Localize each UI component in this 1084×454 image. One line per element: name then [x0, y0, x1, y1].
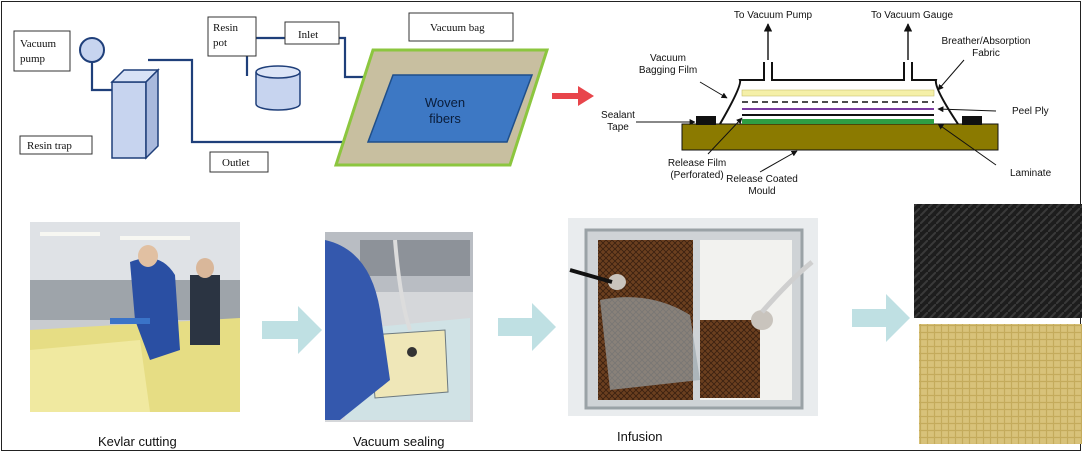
vacuum-pump-label: Vacuum	[20, 38, 56, 50]
vacuum-sealing-caption: Vacuum sealing	[353, 434, 445, 449]
schematic-label-boxes	[13, 12, 514, 173]
release-film-label-2: (Perforated)	[670, 170, 723, 181]
bagging-film-label-2: Bagging Film	[639, 65, 697, 76]
infusion-photo	[568, 218, 818, 416]
mould-label-2: Mould	[748, 186, 775, 197]
resin-trap-label: Resin trap	[27, 140, 72, 152]
sealant-tape-label-2: Tape	[607, 122, 629, 133]
woven-fibers-shape	[366, 74, 534, 143]
carbon-fiber-sample-photo	[914, 204, 1082, 318]
to-vacuum-pump-label: To Vacuum Pump	[734, 10, 813, 21]
vacuum-sealing-photo	[325, 232, 473, 422]
mould-label: Release Coated	[726, 174, 798, 185]
resin-pot-label: Resin	[213, 22, 239, 34]
sealant-tape-left	[696, 116, 716, 125]
laminate-label: Laminate	[1010, 168, 1052, 179]
infusion-caption: Infusion	[617, 429, 663, 444]
breather-label: Breather/Absorption	[942, 36, 1031, 47]
woven-label-line1: Woven	[425, 95, 465, 110]
bagging-film-label: Vacuum	[650, 53, 686, 64]
kevlar-sample-photo	[919, 324, 1082, 444]
outlet-label: Outlet	[222, 157, 250, 169]
flow-arrow-icon	[498, 303, 556, 351]
vacuum-bagging-cross-section: To Vacuum Pump To Vacuum Gauge Breather/…	[601, 10, 1052, 197]
vacuum-infusion-schematic: Woven fibers Vacuum pump Resin trap Resi…	[13, 12, 550, 173]
red-arrow-icon	[552, 86, 594, 106]
vacuum-pump-gauge-icon	[79, 37, 105, 63]
vacuum-bag-label: Vacuum bag	[430, 22, 485, 34]
mould-block	[681, 123, 999, 151]
kevlar-cutting-photo	[30, 222, 240, 412]
kevlar-cutting-caption: Kevlar cutting	[98, 434, 177, 449]
resin-pot-label-2: pot	[213, 37, 227, 49]
peel-ply-label: Peel Ply	[1012, 106, 1049, 117]
leader-lines	[636, 59, 997, 173]
flow-arrow-icon	[852, 294, 910, 342]
woven-label-line2: fibers	[429, 111, 461, 126]
to-vacuum-gauge-label: To Vacuum Gauge	[871, 10, 954, 21]
sealant-tape-right	[962, 116, 982, 125]
vacuum-pump-label-2: pump	[20, 53, 46, 65]
laminate-layer	[742, 119, 934, 124]
resin-trap-icon	[110, 68, 160, 160]
breather-layer	[741, 89, 935, 97]
release-film-label: Release Film	[668, 158, 726, 169]
flow-arrow-icon	[262, 306, 322, 354]
breather-label-2: Fabric	[972, 48, 1000, 59]
sealant-tape-label: Sealant	[601, 110, 635, 121]
inlet-label: Inlet	[298, 29, 318, 41]
resin-pot-icon	[255, 65, 301, 111]
